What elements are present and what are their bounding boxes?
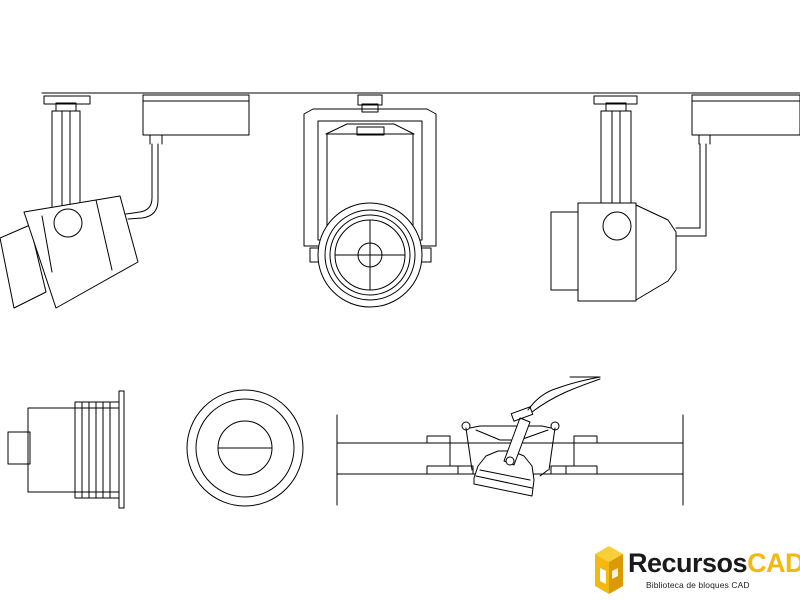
spotlight-side-view [550, 94, 800, 302]
logo-brand-part1: Recursos [628, 548, 748, 578]
recursoscad-logo: RecursosCAD Biblioteca de bloques CAD [588, 540, 800, 600]
logo-brand-text: RecursosCAD [628, 548, 800, 578]
recessed-light-side-view [7, 390, 125, 509]
isometric-cube-logo-icon [595, 546, 623, 594]
recessed-light-front-view [186, 389, 304, 507]
logo-brand-part2: CAD [747, 548, 800, 578]
spotlight-side-view-tilted [0, 94, 250, 309]
logo-tagline: Biblioteca de bloques CAD [646, 580, 750, 590]
spotlight-front-view [303, 94, 437, 308]
ceiling-section-recessed-spotlight [336, 376, 684, 506]
